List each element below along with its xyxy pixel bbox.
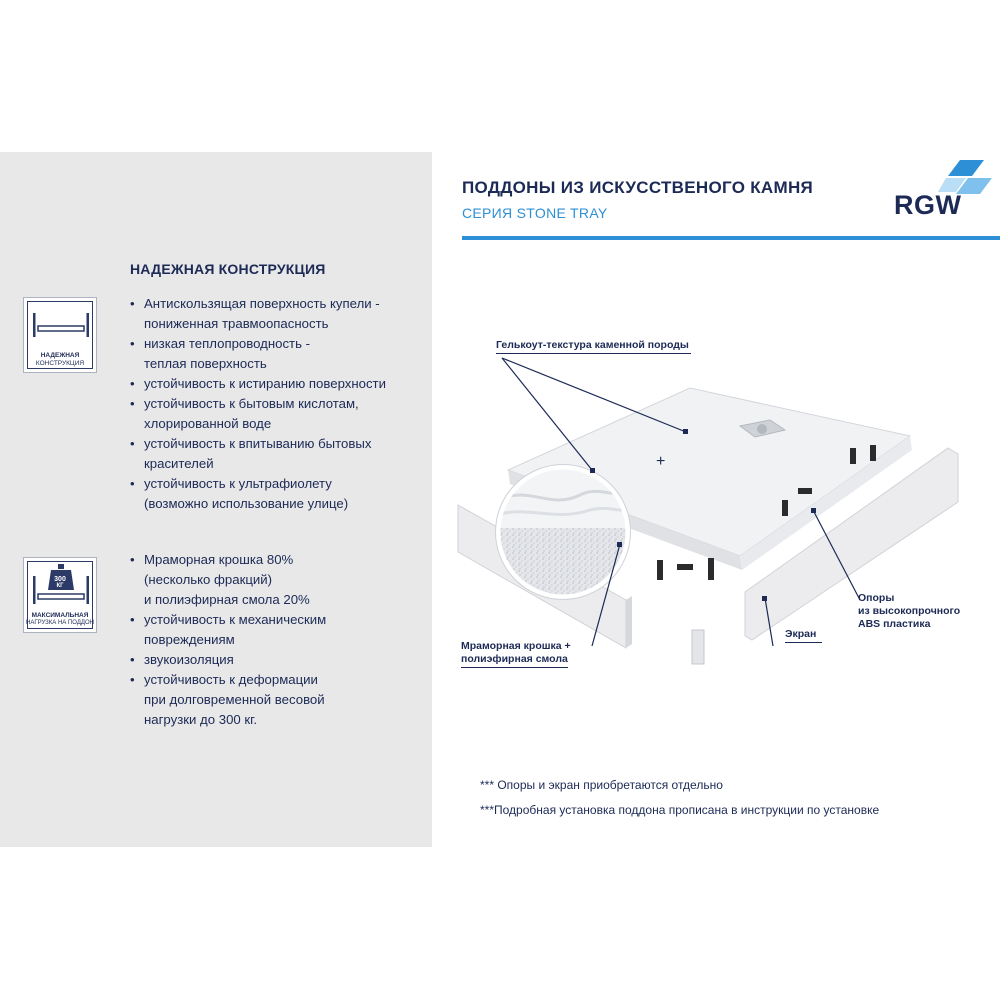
list-item: низкая теплопроводность -: [128, 334, 386, 354]
badge-reliable-construction: НАДЕЖНАЯ КОНСТРУКЦИЯ: [23, 297, 97, 373]
weight-icon: [33, 564, 89, 604]
brand-logo: RGW: [876, 154, 996, 220]
features-list-2: Мраморная крошка 80% (несколько фракций)…: [128, 550, 326, 730]
badge-weight-unit: КГ: [56, 583, 64, 589]
badge-max-load: 300 КГ МАКСИМАЛЬНАЯ НАГРУЗКА НА ПОДДОН: [23, 557, 97, 633]
list-item: Мраморная крошка 80%: [128, 550, 326, 570]
list-item: повреждениям: [144, 632, 235, 647]
series-subtitle: СЕРИЯ STONE TRAY: [462, 205, 608, 221]
page-title: ПОДДОНЫ ИЗ ИСКУССТВЕНОГО КАМНЯ: [462, 178, 814, 197]
callout-screen: Экран: [785, 628, 823, 643]
badge-2-line1: МАКСИМАЛЬНАЯ: [31, 612, 89, 619]
svg-text:+: +: [656, 453, 665, 470]
footnote-2: ***Подробная установка поддона прописана…: [480, 803, 880, 817]
badge-1-line2: КОНСТРУКЦИЯ: [35, 360, 85, 367]
logo-text: RGW: [894, 190, 962, 220]
list-item: нагрузки до 300 кг.: [144, 712, 258, 727]
features-list-1: Антискользящая поверхность купели - пони…: [128, 294, 386, 514]
footnote-1: *** Опоры и экран приобретаются отдельно: [480, 778, 723, 792]
logo-mark-icon: [938, 160, 992, 194]
badge-1-line1: НАДЕЖНАЯ: [40, 352, 80, 359]
header-divider: [462, 236, 1000, 240]
list-item: при долговременной весовой: [144, 692, 325, 707]
section-title: НАДЕЖНАЯ КОНСТРУКЦИЯ: [130, 261, 326, 277]
list-item: и полиэфирная смола 20%: [144, 592, 310, 607]
left-panel: [0, 152, 432, 847]
list-item: красителей: [144, 456, 214, 471]
shelf-icon: [33, 313, 89, 337]
callout-supports-2: из высокопрочного: [858, 605, 961, 617]
callout-supports-3: ABS пластика: [858, 618, 931, 630]
list-item: устойчивость к истиранию поверхности: [128, 374, 386, 394]
list-item: устойчивость к впитыванию бытовых: [128, 434, 386, 454]
list-item: устойчивость к деформации: [128, 670, 326, 690]
callout-gelcoat: Гелькоут-текстура каменной породы: [496, 339, 691, 354]
list-item: (несколько фракций): [144, 572, 273, 587]
list-item: хлорированной воде: [144, 416, 272, 431]
list-item: устойчивость к механическим: [128, 610, 326, 630]
list-item: звукоизоляция: [128, 650, 326, 670]
callout-supports-1: Опоры: [858, 592, 895, 604]
badge-2-line2: НАГРУЗКА НА ПОДДОН: [26, 620, 94, 626]
list-item: устойчивость к ультрафиолету: [128, 474, 386, 494]
list-item: пониженная травмоопасность: [144, 316, 329, 331]
list-item: (возможно использование улице): [144, 496, 349, 511]
shower-tray-diagram: +: [457, 357, 959, 665]
list-item: Антискользящая поверхность купели -: [128, 294, 386, 314]
badge-weight-value: 300: [54, 576, 66, 583]
callout-marble-1: Мраморная крошка +: [461, 640, 571, 652]
list-item: устойчивость к бытовым кислотам,: [128, 394, 386, 414]
callout-marble-2: полиэфирная смола: [461, 653, 568, 668]
list-item: теплая поверхность: [144, 356, 267, 371]
